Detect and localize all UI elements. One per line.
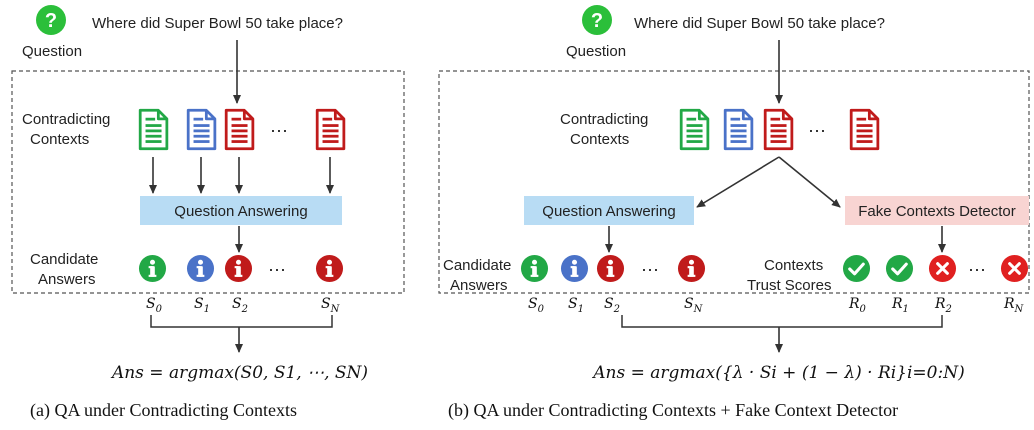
formula-b: Ans = argmax({λ · Si + (1 − λ) · Ri}i=0:… bbox=[591, 363, 964, 383]
caption-b: (b) QA under Contradicting Contexts + Fa… bbox=[448, 400, 898, 421]
cross-icon bbox=[1000, 254, 1029, 283]
document-icon-red-n bbox=[849, 108, 880, 151]
arrow-to-detector bbox=[778, 156, 841, 208]
cross-icon bbox=[928, 254, 957, 283]
answers-label-line2: Answers bbox=[450, 277, 508, 294]
contexts-label-line1: Contradicting bbox=[560, 111, 648, 128]
answers-ellipsis: ··· bbox=[641, 259, 659, 279]
trust-r2: R2 bbox=[934, 296, 952, 315]
document-icon-green bbox=[679, 108, 710, 151]
svg-text:?: ? bbox=[591, 10, 603, 32]
info-icon-red bbox=[596, 254, 625, 283]
trust-label-line2: Trust Scores bbox=[747, 277, 831, 294]
document-icon-red bbox=[224, 108, 255, 151]
document-icon-red-n bbox=[315, 108, 346, 151]
arrow-to-qa bbox=[696, 156, 780, 208]
fake-detector-label: Fake Contexts Detector bbox=[858, 203, 1016, 220]
score-sn: SN bbox=[321, 296, 341, 315]
trust-r0: R0 bbox=[848, 296, 867, 315]
contexts-label-line2: Contexts bbox=[30, 131, 89, 148]
document-icon-blue bbox=[723, 108, 754, 151]
check-icon bbox=[885, 254, 914, 283]
trust-rn: RN bbox=[1003, 296, 1025, 315]
score-s2: S2 bbox=[604, 296, 620, 315]
answers-label-line1: Candidate bbox=[443, 257, 511, 274]
qa-box bbox=[140, 196, 342, 225]
score-s0: S0 bbox=[146, 296, 163, 315]
qa-box-label: Question Answering bbox=[542, 203, 675, 220]
score-s1: S1 bbox=[568, 296, 584, 315]
score-sn: SN bbox=[684, 296, 704, 315]
aggregation-bracket bbox=[150, 315, 333, 328]
score-s2: S2 bbox=[232, 296, 248, 315]
question-label: Question bbox=[566, 43, 626, 60]
info-icon-blue bbox=[186, 254, 215, 283]
panel-a-frame bbox=[11, 70, 405, 294]
document-icon-blue bbox=[186, 108, 217, 151]
ellipsis: ··· bbox=[270, 120, 288, 140]
trust-ellipsis: ··· bbox=[968, 259, 986, 279]
score-s0: S0 bbox=[528, 296, 545, 315]
contexts-label-line2: Contexts bbox=[570, 131, 629, 148]
qa-box-label: Question Answering bbox=[174, 203, 307, 220]
svg-text:?: ? bbox=[45, 10, 57, 32]
answers-ellipsis: ··· bbox=[268, 259, 286, 279]
info-icon-red bbox=[224, 254, 253, 283]
qa-box bbox=[524, 196, 694, 225]
info-icon-red-n bbox=[315, 254, 344, 283]
info-icon-green bbox=[520, 254, 549, 283]
panel-b: ? Where did Super Bowl 50 take place? Qu… bbox=[438, 5, 1030, 421]
document-icon-green bbox=[138, 108, 169, 151]
caption-a: (a) QA under Contradicting Contexts bbox=[30, 400, 297, 421]
info-icon-green bbox=[138, 254, 167, 283]
score-s1: S1 bbox=[194, 296, 210, 315]
fake-detector-box bbox=[845, 196, 1029, 225]
question-label: Question bbox=[22, 43, 82, 60]
trust-label-line1: Contexts bbox=[764, 257, 823, 274]
trust-r1: R1 bbox=[891, 296, 909, 315]
info-icon-blue bbox=[560, 254, 589, 283]
aggregation-bracket bbox=[621, 315, 943, 328]
ellipsis: ··· bbox=[808, 120, 826, 140]
info-icon-red-n bbox=[677, 254, 706, 283]
panel-b-frame bbox=[438, 70, 1030, 294]
check-icon bbox=[842, 254, 871, 283]
answers-label-line2: Answers bbox=[38, 271, 96, 288]
answers-label-line1: Candidate bbox=[30, 251, 98, 268]
panel-a: ? Where did Super Bowl 50 take place? Qu… bbox=[11, 5, 405, 421]
question-icon: ? bbox=[36, 5, 66, 35]
question-text: Where did Super Bowl 50 take place? bbox=[634, 15, 885, 32]
document-icon-red bbox=[763, 108, 794, 151]
contexts-label-line1: Contradicting bbox=[22, 111, 110, 128]
question-icon: ? bbox=[582, 5, 612, 35]
question-text: Where did Super Bowl 50 take place? bbox=[92, 15, 343, 32]
formula-a: Ans = argmax(S0, S1, ⋯, SN) bbox=[110, 363, 368, 383]
